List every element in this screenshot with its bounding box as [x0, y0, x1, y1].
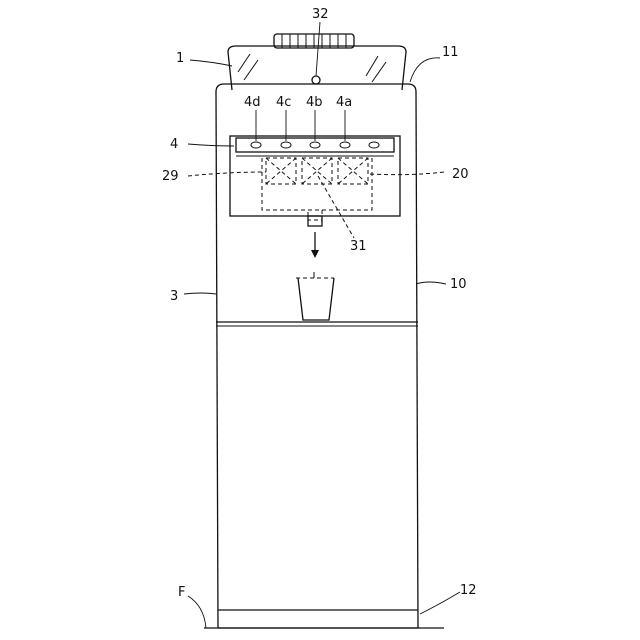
label-11: 11 — [442, 45, 459, 60]
button-row — [251, 142, 379, 148]
leader-F — [188, 596, 206, 628]
nozzle-outlet — [308, 216, 322, 226]
label-31: 31 — [350, 239, 367, 254]
label-F: F — [178, 585, 185, 600]
label-29: 29 — [162, 169, 179, 184]
label-3: 3 — [170, 289, 178, 304]
leader-11 — [410, 58, 440, 82]
leader-32 — [316, 22, 320, 76]
leader-10 — [416, 282, 446, 284]
label-4b: 4b — [306, 95, 323, 110]
button-4a — [340, 142, 350, 148]
leader-1 — [190, 60, 232, 66]
leader-29 — [188, 172, 266, 176]
button-extra — [369, 142, 379, 148]
leader-4 — [188, 144, 234, 146]
label-4a: 4a — [336, 95, 352, 110]
cup — [296, 272, 334, 320]
top-cover — [216, 84, 416, 92]
leader-20 — [370, 172, 444, 175]
label-4: 4 — [170, 137, 178, 152]
label-10: 10 — [450, 277, 467, 292]
label-4c: 4c — [276, 95, 291, 110]
flow-arrow — [311, 232, 319, 258]
button-4b — [310, 142, 320, 148]
label-1: 1 — [176, 51, 184, 66]
cartridges — [262, 158, 372, 220]
leader-31 — [318, 176, 354, 238]
button-4d — [251, 142, 261, 148]
leader-12 — [420, 592, 460, 614]
label-32: 32 — [312, 7, 329, 22]
label-20: 20 — [452, 167, 469, 182]
button-4c — [281, 142, 291, 148]
leader-3 — [184, 293, 216, 294]
label-4d: 4d — [244, 95, 261, 110]
knob-32 — [312, 76, 320, 84]
label-12: 12 — [460, 583, 477, 598]
